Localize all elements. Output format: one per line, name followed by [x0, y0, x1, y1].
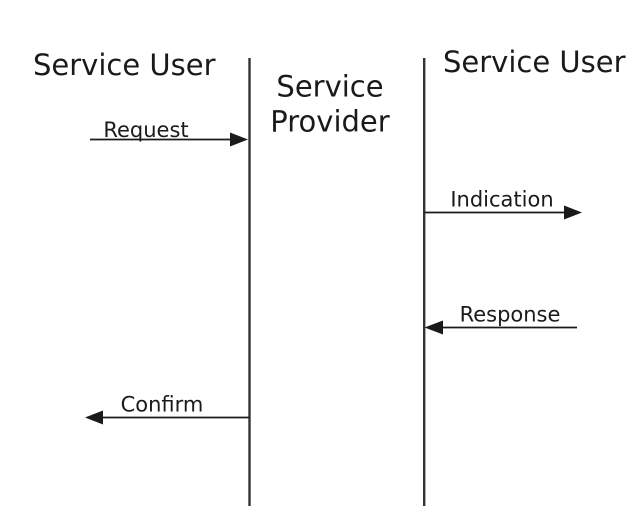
service-provider-title-line2: Provider [270, 105, 389, 139]
indication-label: Indication [450, 188, 553, 212]
request-label: Request [103, 118, 188, 142]
indication-message: Indication [424, 188, 582, 220]
confirm-arrowhead-left-icon [85, 410, 103, 425]
response-arrowhead-left-icon [424, 320, 443, 335]
response-label: Response [460, 303, 561, 327]
right-service-user-title: Service User [443, 45, 626, 79]
request-arrowhead-right-icon [230, 132, 248, 147]
confirm-message: Confirm [85, 393, 249, 425]
left-service-user-title: Service User [33, 48, 216, 82]
indication-arrowhead-right-icon [564, 205, 582, 220]
response-message: Response [424, 303, 577, 335]
confirm-label: Confirm [121, 393, 204, 417]
service-provider-title-line1: Service [276, 70, 383, 104]
request-message: Request [90, 118, 248, 147]
